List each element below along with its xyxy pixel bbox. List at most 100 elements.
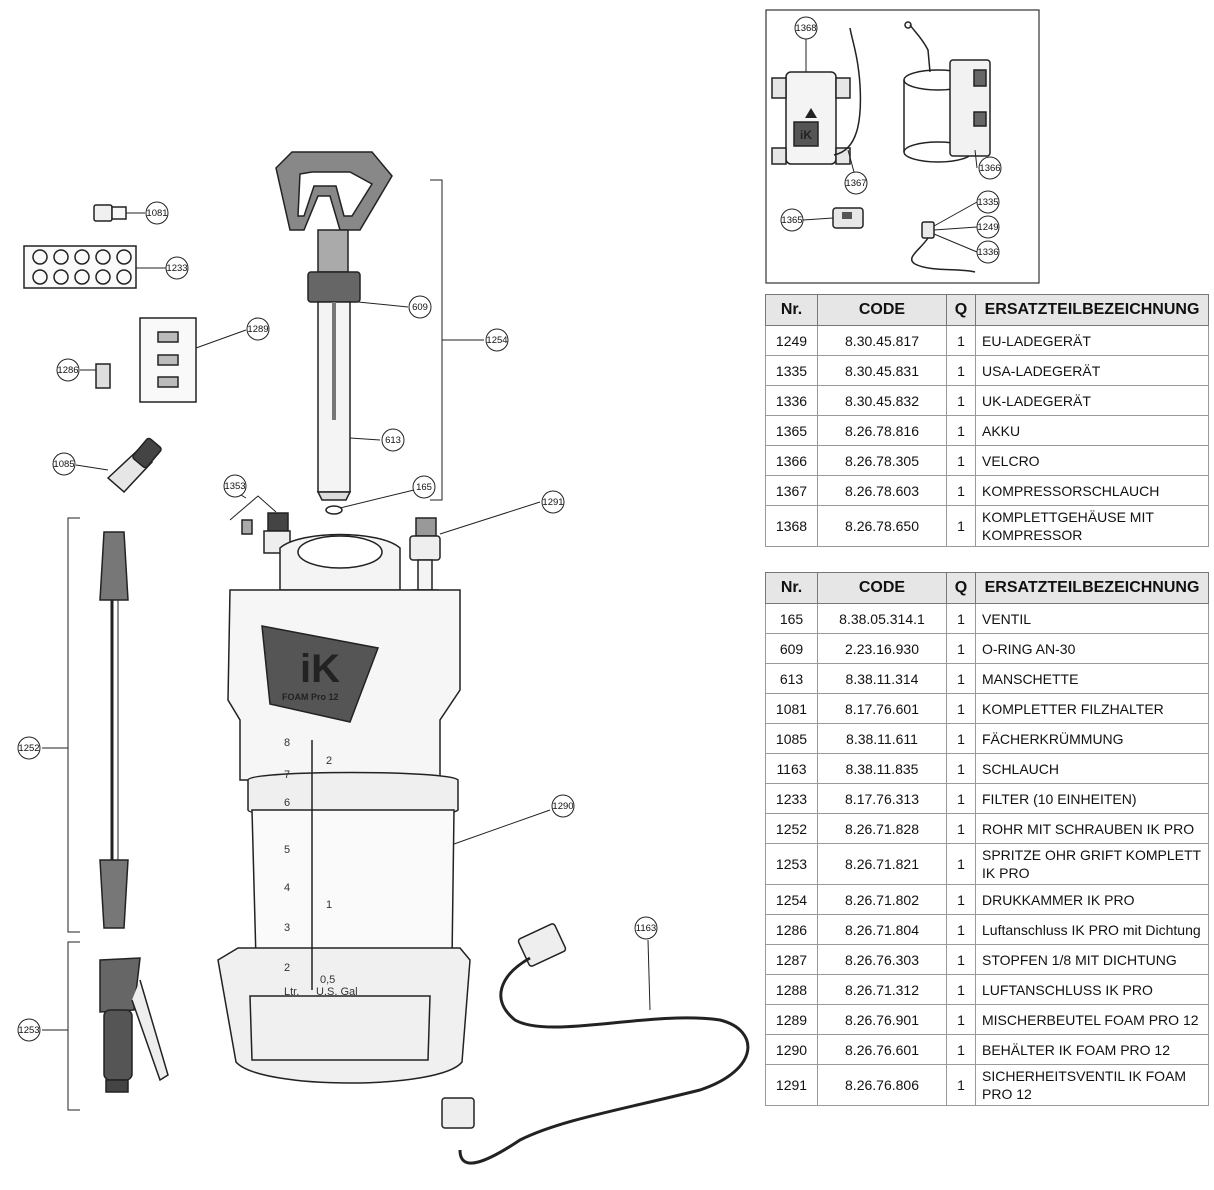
cell-q: 1 <box>946 1004 976 1035</box>
spray-gun <box>42 941 169 1111</box>
cell-nr: 1336 <box>765 385 818 416</box>
tank-logo-brand: iK <box>300 647 340 691</box>
litre-tick: 4 <box>284 882 290 894</box>
callout-1336: 1336 <box>977 247 998 258</box>
cell-nr: 1254 <box>765 884 818 915</box>
cell-nr: 609 <box>765 633 818 664</box>
cell-description: Luftanschluss IK PRO mit Dichtung <box>975 914 1209 945</box>
cell-code: 8.17.76.313 <box>817 783 947 814</box>
callout-1233: 1233 <box>166 263 187 274</box>
callout-1366: 1366 <box>979 163 1000 174</box>
callout-613: 613 <box>385 435 401 446</box>
cell-code: 8.17.76.601 <box>817 693 947 724</box>
callout-1254: 1254 <box>486 335 507 346</box>
cell-description: AKKU <box>975 415 1209 446</box>
cell-q: 1 <box>946 603 976 634</box>
table-header-row: Nr. CODE Q ERSATZTEILBEZEICHNUNG <box>765 294 1209 326</box>
cell-code: 8.38.11.835 <box>817 753 947 784</box>
cell-q: 1 <box>946 445 976 476</box>
mixer-bag-part <box>139 317 247 403</box>
cell-code: 8.26.71.804 <box>817 914 947 945</box>
cell-code: 8.38.11.611 <box>817 723 947 754</box>
cell-code: 8.26.71.802 <box>817 884 947 915</box>
callout-1368: 1368 <box>795 23 816 34</box>
cell-nr: 1366 <box>765 445 818 476</box>
header-nr: Nr. <box>765 572 818 604</box>
callout-1367: 1367 <box>845 178 866 189</box>
cell-nr: 1233 <box>765 783 818 814</box>
cell-description: EU-LADEGERÄT <box>975 325 1209 356</box>
cell-nr: 165 <box>765 603 818 634</box>
cell-q: 1 <box>946 783 976 814</box>
cell-nr: 1335 <box>765 355 818 386</box>
scale-unit-litre: Ltr. <box>284 986 299 998</box>
litre-tick: 5 <box>284 844 290 856</box>
cell-code: 8.26.76.303 <box>817 944 947 975</box>
cell-q: 1 <box>946 475 976 506</box>
cell-q: 1 <box>946 974 976 1005</box>
cell-description: LUFTANSCHLUSS IK PRO <box>975 974 1209 1005</box>
air-hose <box>441 923 750 1165</box>
cell-nr: 1252 <box>765 813 818 844</box>
callout-1291: 1291 <box>542 497 563 508</box>
cell-q: 1 <box>946 1034 976 1065</box>
cell-description: MANSCHETTE <box>975 663 1209 694</box>
cell-description: BEHÄLTER IK FOAM PRO 12 <box>975 1034 1209 1065</box>
header-nr: Nr. <box>765 294 818 326</box>
cell-code: 8.26.78.305 <box>817 445 947 476</box>
cell-q: 1 <box>946 884 976 915</box>
cell-code: 8.38.11.314 <box>817 663 947 694</box>
air-fittings <box>229 491 291 554</box>
cell-code: 8.30.45.832 <box>817 385 947 416</box>
cell-code: 8.26.78.816 <box>817 415 947 446</box>
cell-description: VELCRO <box>975 445 1209 476</box>
callout-1365: 1365 <box>781 215 802 226</box>
cell-nr: 1286 <box>765 914 818 945</box>
callout-1286: 1286 <box>57 365 78 376</box>
cell-code: 8.26.78.603 <box>817 475 947 506</box>
tank-scale: 8 7 6 5 4 3 2 2 1 0,5 Ltr. U.S. Gal <box>284 737 358 998</box>
compressor-hose <box>833 27 862 156</box>
air-connector-part <box>80 363 111 389</box>
cell-description: UK-LADEGERÄT <box>975 385 1209 416</box>
gallon-tick: 2 <box>326 755 332 767</box>
callout-1252: 1252 <box>18 743 39 754</box>
cell-nr: 1288 <box>765 974 818 1005</box>
litre-tick: 7 <box>284 769 290 781</box>
table-header-row: Nr. CODE Q ERSATZTEILBEZEICHNUNG <box>765 572 1209 604</box>
cell-description: ROHR MIT SCHRAUBEN IK PRO <box>975 813 1209 844</box>
cell-q: 1 <box>946 385 976 416</box>
cell-q: 1 <box>946 723 976 754</box>
header-description: ERSATZTEILBEZEICHNUNG <box>975 572 1209 604</box>
cell-q: 1 <box>946 505 976 547</box>
cell-q: 1 <box>946 633 976 664</box>
callout-1163: 1163 <box>636 923 656 934</box>
cell-description: DRUKKAMMER IK PRO <box>975 884 1209 915</box>
cell-code: 8.30.45.817 <box>817 325 947 356</box>
tank-logo-model: FOAM Pro 12 <box>282 692 339 702</box>
cell-code: 8.26.71.821 <box>817 843 947 885</box>
cell-nr: 1085 <box>765 723 818 754</box>
cell-description: SCHLAUCH <box>975 753 1209 784</box>
cell-description: VENTIL <box>975 603 1209 634</box>
cell-nr: 1081 <box>765 693 818 724</box>
cell-description: USA-LADEGERÄT <box>975 355 1209 386</box>
cell-code: 8.26.71.828 <box>817 813 947 844</box>
cell-code: 8.26.76.901 <box>817 1004 947 1035</box>
header-q: Q <box>946 572 976 604</box>
cell-nr: 1253 <box>765 843 818 885</box>
